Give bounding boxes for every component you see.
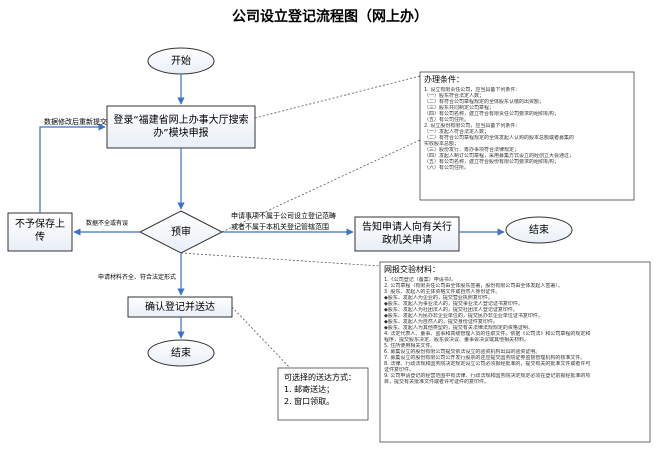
- materials-line: ◆股东、发起人为企业的，提交营业执照复印件。: [384, 295, 493, 301]
- review-label: 预审: [171, 227, 191, 238]
- conditions-line: （四）发起人制订公司章程，采用募集方式设立的经创立大会通过；: [424, 153, 575, 159]
- edge-label-resubmit: 数据修改后重新提交: [44, 118, 107, 126]
- edge-label-complete: 申请材料齐全、符合法定形式: [98, 274, 177, 281]
- materials-lines: 1.《公司登记（备案）申请书》。 2. 公司章程（有限责任公司由全体股东签署，股…: [384, 277, 646, 385]
- conditions-line: （六）有公司住所。: [424, 165, 470, 171]
- delivery-line: 2. 窗口领取。: [284, 397, 335, 406]
- login-label: 登录“福建省网上办事大厅搜索办”模块申报: [113, 115, 249, 139]
- materials-line: 证件复印件。: [384, 367, 415, 373]
- end1-label: 结束: [171, 348, 191, 359]
- callout-conditions-2: [221, 139, 421, 233]
- materials-line: 目，提交有关批准文件或者许可证件的复印件。: [384, 379, 490, 385]
- conditions-line: （一）股东符合法定人数；: [424, 93, 485, 99]
- materials-line: 1.《公司登记（备案）申请书》。: [384, 277, 457, 283]
- edge-label-outside-jurisdiction: 或者不属于本机关登记管辖范围: [231, 223, 329, 231]
- materials-note-box: [379, 261, 651, 443]
- end1-node: [147, 339, 215, 367]
- conditions-line: 实收股本总额；: [424, 141, 460, 147]
- conditions-line: （二）有符合公司章程规定的全体发起人认购的股本总额或者募集的: [424, 135, 575, 141]
- materials-line: ◆股东、发起人为民办非企业单位的，提交民办非企业单位证书复印件。: [384, 313, 543, 319]
- delivery-line: 1. 邮寄送达；: [284, 385, 335, 394]
- delivery-note: 可选择的送达方式： 1. 邮寄送达； 2. 窗口领取。: [284, 372, 356, 408]
- conditions-heading: 办理条件：: [424, 75, 464, 84]
- inform-node: [354, 216, 460, 252]
- conditions-line: （一）发起人符合法定人数；: [424, 129, 490, 135]
- materials-line: 6. 募集设立的股份有限公司提交依法设立的验资机构出具的验资证明。: [384, 349, 541, 355]
- materials-line: ◆股东、发起人为社团法人的，提交社团法人登记证复印件。: [384, 307, 518, 313]
- conditions-line: 2. 设立股份有限公司，应当具备下列条件：: [424, 123, 521, 129]
- conditions-line: 1. 设立有限责任公司，应当具备下列条件：: [424, 87, 521, 93]
- delivery-note-box: [277, 367, 369, 421]
- callout-conditions-1: [254, 75, 421, 119]
- delivery-heading: 可选择的送达方式：: [284, 373, 356, 382]
- end2-label: 结束: [529, 225, 549, 236]
- edge-label-not-meet: 数据不全或有误: [85, 220, 128, 227]
- conditions-lines: 1. 设立有限责任公司，应当具备下列条件： （一）股东符合法定人数； （二）有符…: [424, 87, 630, 171]
- inform-label: 告知申请人向有关行政机关申请: [362, 222, 452, 246]
- edge-notsave-login: [39, 123, 106, 213]
- not-save-node: [7, 212, 73, 252]
- page-title: 公司设立登记流程图（网上办）: [232, 9, 428, 25]
- conditions-line: （四）有公司名称，建立符合有限责任公司要求的组织机构；: [424, 111, 560, 117]
- materials-note: 网报交验材料： 1.《公司登记（备案）申请书》。 2. 公司章程（有限责任公司由…: [384, 265, 646, 385]
- materials-line: 3. 股东、发起人的主体资格文件或自然人身份证件。: [384, 289, 501, 295]
- conditions-line: （二）有符合公司章程规定的全体股东认缴的出资额；: [424, 99, 545, 105]
- materials-line: 8. 法律、行政法规和国务院决定规定设立公司必须报经批准的，提交有关的批准文件或…: [384, 361, 591, 367]
- materials-line: 4. 法定代表人、董事、监事和高级管理人员的任职文件。依据《公司法》和公司章程的…: [384, 331, 591, 337]
- materials-line: 7. 募集设立的股份有限公司公开发行股票的还应提交国务院证券监督管理机构的核准文…: [384, 355, 586, 361]
- conditions-line: （三）股东共同制定公司章程；: [424, 105, 495, 111]
- materials-line: 9. 公司申请登记的经营范围中有法律、行政法规和国务院决定规定必须在登记前报经批…: [384, 373, 591, 379]
- conditions-line: （五）有公司名称，建立符合股份有限公司要求的组织机构；: [424, 159, 560, 165]
- callout-materials: [180, 252, 381, 267]
- materials-line: 5. 住所使用相关文件。: [384, 343, 436, 349]
- conditions-note: 办理条件： 1. 设立有限责任公司，应当具备下列条件： （一）股东符合法定人数；…: [424, 75, 630, 171]
- materials-line: ◆股东、发起人为自然人的，提交身份证件复印件。: [384, 319, 498, 325]
- conditions-line: （五）有公司住所。: [424, 117, 470, 123]
- edge-label-outside-scope: 申请事项不属于公司设立登记范畴: [231, 212, 336, 220]
- start-label: 开始: [171, 56, 191, 67]
- materials-line: 程序，提交股东决定、股东会决议、董事会决议或其他相关材料。: [384, 337, 530, 343]
- materials-line: 2. 公司章程（有限责任公司由全体股东签署，股份有限公司由全体发起人签署）。: [384, 283, 563, 289]
- conditions-line: （三）股份发行、筹办事项符合法律规定；: [424, 147, 520, 153]
- materials-line: ◆股东、发起人为其他类型的，提交有关法律法规规定的资格证明。: [384, 325, 533, 331]
- conditions-note-box: [419, 71, 635, 201]
- not-save-label: 不予保存上传: [15, 219, 65, 243]
- callout-delivery: [231, 306, 291, 369]
- materials-line: ◆股东、发起人为事业法人的，提交事业法人登记证书复印件。: [384, 301, 523, 307]
- confirm-label: 确认登记并送达: [145, 302, 215, 313]
- end2-node: [505, 216, 573, 244]
- login-node: [106, 105, 256, 149]
- materials-heading: 网报交验材料：: [384, 265, 440, 274]
